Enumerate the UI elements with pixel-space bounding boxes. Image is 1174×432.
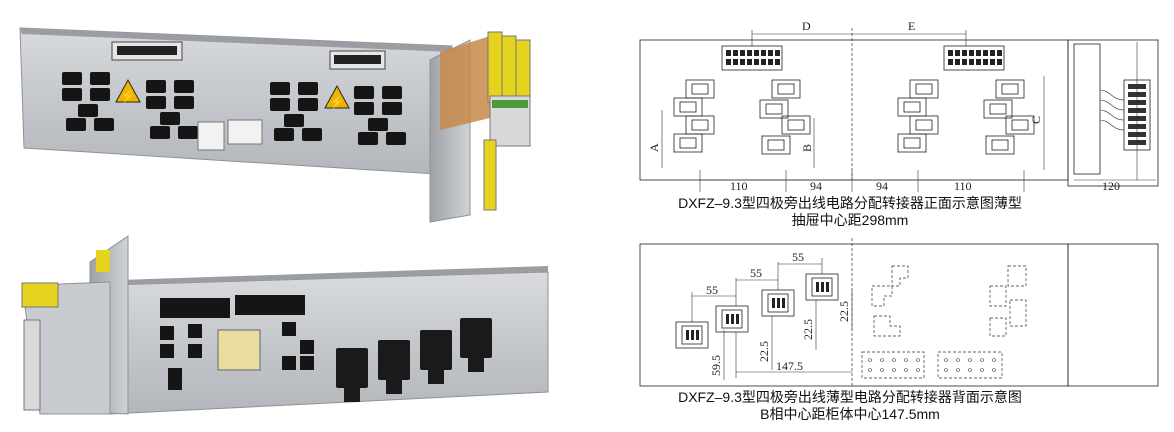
label-d: D — [802, 19, 811, 33]
back-view-diagram: 55 55 55 22.5 22.5 22.5 59.5 147.5 — [639, 238, 1159, 387]
front-caption-line1: DXFZ–9.3型四极旁出线电路分配转接器正面示意图薄型 — [678, 195, 1022, 211]
dim-22-5-1: 22.5 — [757, 341, 771, 362]
front-view-diagram: D E A B — [639, 19, 1159, 193]
dim-22-5-2: 22.5 — [801, 319, 815, 340]
dim-110-right: 110 — [954, 179, 972, 193]
dim-94-left: 94 — [810, 179, 822, 193]
window-group-4 — [983, 79, 1035, 155]
dim-110-left: 110 — [730, 179, 748, 193]
warning-icon-2 — [324, 84, 350, 109]
dim-120: 120 — [1102, 179, 1120, 193]
dim-22-5-3: 22.5 — [837, 301, 851, 322]
dim-59-5: 59.5 — [709, 355, 723, 376]
label-c: C — [1029, 116, 1043, 124]
back-view-caption: DXFZ–9.3型四极旁出线薄型电路分配转接器背面示意图 B相中心距柜体中心14… — [640, 389, 1060, 423]
front-view-caption: DXFZ–9.3型四极旁出线电路分配转接器正面示意图薄型 抽屉中心距298mm — [640, 195, 1060, 229]
side-terminal-block — [1073, 42, 1151, 180]
window-group-3 — [897, 79, 939, 153]
back-caption-line1: DXFZ–9.3型四极旁出线薄型电路分配转接器背面示意图 — [678, 389, 1022, 405]
label-b: B — [800, 144, 814, 152]
front-caption-line2: 抽屉中心距298mm — [791, 212, 909, 228]
warning-symbol-2: ⚡ — [330, 95, 345, 109]
dim-55-3: 55 — [792, 250, 804, 264]
back-caption-line2: B相中心距柜体中心147.5mm — [760, 406, 940, 422]
dim-94-right: 94 — [876, 179, 888, 193]
warning-icon-1 — [115, 78, 141, 103]
warning-symbol-1: ⚡ — [121, 89, 136, 103]
dashed-cutouts — [861, 265, 1027, 379]
window-group-2 — [759, 79, 811, 155]
dim-55-1: 55 — [706, 283, 718, 297]
product-photo-front: ⚡ ⚡ — [19, 27, 531, 223]
label-e: E — [908, 19, 915, 33]
label-a: A — [647, 143, 661, 152]
dim-55-2: 55 — [750, 266, 762, 280]
dim-147-5: 147.5 — [776, 359, 803, 373]
product-photo-back — [21, 235, 549, 415]
window-group-1 — [673, 79, 715, 153]
